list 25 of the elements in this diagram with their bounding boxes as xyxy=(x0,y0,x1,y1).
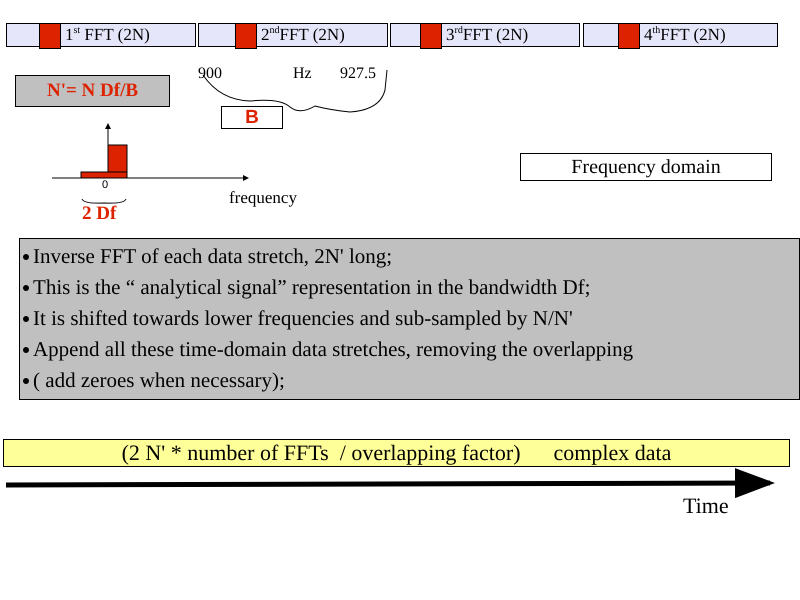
fft-bar xyxy=(198,23,388,47)
tick-label: 0 xyxy=(102,179,108,191)
bandwidth-box: B xyxy=(221,106,283,129)
bullet-item: Inverse FFT of each data stretch, 2N' long; xyxy=(33,243,392,270)
axis-label: frequency xyxy=(229,188,297,208)
bullet-item: This is the “ analytical signal” representation in the bandwidth Df; xyxy=(33,274,591,301)
fft-bar xyxy=(6,23,196,47)
scale-label: 927.5 xyxy=(340,65,376,83)
bullet-item: Append all these time-domain data stretches, removing the overlapping xyxy=(33,336,634,363)
fft-bar xyxy=(583,23,778,47)
axis-label: Time xyxy=(683,493,729,519)
width-label: 2 Df xyxy=(82,203,116,225)
domain-box: Frequency domain xyxy=(520,153,772,181)
unit-label: Hz xyxy=(293,65,312,83)
bullet-item: It is shifted towards lower frequencies and sub-sampled by N/N' xyxy=(33,305,573,332)
bullet-item: ( add zeroes when necessary); xyxy=(33,367,285,394)
formula-box: N'= N Df/B xyxy=(15,75,170,107)
data-bar: (2 N' * number of FFTs / overlapping factor) complex data xyxy=(3,439,790,467)
fft-label: 2$^{nd}$FFT (2N) xyxy=(261,24,345,46)
text-panel xyxy=(19,238,800,400)
fft-bar xyxy=(390,23,580,47)
fft-label: 3$^{rd}$FFT (2N) xyxy=(446,24,528,46)
fft-label: 1$^{st}$ FFT (2N) xyxy=(65,24,150,46)
fft-label: 4$^{th}$FFT (2N) xyxy=(644,24,726,46)
scale-label: 900 xyxy=(198,65,222,83)
